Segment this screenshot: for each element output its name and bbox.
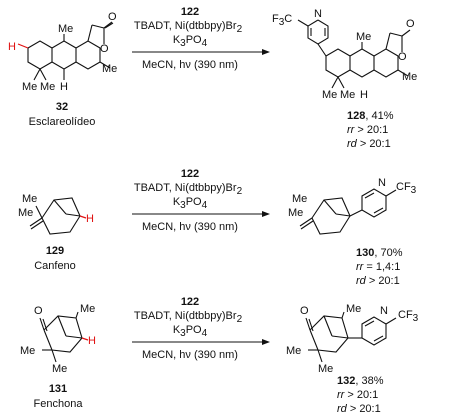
atom-me: Me bbox=[286, 345, 301, 357]
atom-o-ring: O bbox=[100, 43, 109, 55]
atom-cf3: CF3 bbox=[396, 181, 417, 196]
atom-o-ring: O bbox=[398, 51, 407, 63]
atom-me: Me bbox=[318, 363, 333, 375]
atom-cf3: CF3 bbox=[398, 309, 419, 324]
substrate-129-structure bbox=[29, 197, 87, 235]
product-rr: rr > 20:1 bbox=[337, 389, 378, 401]
reaction-1: H O O Me Me Me Me H 32 Esclareolídeo 122… bbox=[8, 6, 417, 150]
substrate-number: 32 bbox=[56, 101, 68, 113]
substrate-number: 131 bbox=[49, 383, 67, 395]
atom-h: H bbox=[60, 81, 68, 93]
atom-n: N bbox=[380, 305, 388, 317]
atom-me: Me bbox=[22, 193, 37, 205]
atom-me: Me bbox=[80, 303, 95, 315]
reagent-base: K3PO4 bbox=[173, 34, 208, 49]
product-130-structure bbox=[299, 188, 397, 235]
reagent-catalysts: TBADT, Ni(dtbbpy)Br2 bbox=[134, 310, 243, 325]
product-rd: rd > 20:1 bbox=[356, 275, 400, 287]
atom-h-red: H bbox=[86, 213, 94, 225]
atom-me: Me bbox=[40, 81, 55, 93]
product-rr: rr > 20:1 bbox=[347, 124, 388, 136]
conditions: MeCN, hν (390 nm) bbox=[142, 349, 238, 361]
atom-me: Me bbox=[356, 31, 371, 43]
atom-o-carbonyl: O bbox=[108, 11, 117, 23]
reagent-base: K3PO4 bbox=[173, 196, 208, 211]
atom-me: Me bbox=[322, 89, 337, 101]
reagent-number: 122 bbox=[181, 296, 199, 308]
substrate-name: Fenchona bbox=[34, 398, 84, 410]
atom-me: Me bbox=[22, 81, 37, 93]
atom-o-carbonyl: O bbox=[300, 305, 309, 317]
arrow-head bbox=[262, 211, 270, 217]
product-rd: rd > 20:1 bbox=[337, 403, 381, 415]
atom-o-carbonyl: O bbox=[34, 305, 43, 317]
substrate-131-structure bbox=[39, 311, 89, 363]
reagent-number: 122 bbox=[181, 168, 199, 180]
atom-me: Me bbox=[58, 23, 73, 35]
conditions: MeCN, hν (390 nm) bbox=[142, 59, 238, 71]
atom-me: Me bbox=[346, 303, 361, 315]
substrate-name: Esclareolídeo bbox=[29, 116, 96, 128]
atom-o-carbonyl: O bbox=[406, 18, 415, 30]
reagent-base: K3PO4 bbox=[173, 324, 208, 339]
atom-h-red: H bbox=[8, 41, 16, 53]
atom-me: Me bbox=[402, 71, 417, 83]
arrow-head bbox=[262, 49, 270, 55]
product-label: 128, 41% bbox=[347, 110, 394, 122]
atom-cf3: F3C bbox=[272, 13, 292, 28]
atom-me: Me bbox=[102, 63, 117, 75]
atom-me: Me bbox=[292, 193, 307, 205]
product-132-structure bbox=[305, 311, 397, 363]
atom-h: H bbox=[360, 89, 368, 101]
product-rr: rr = 1,4:1 bbox=[356, 261, 400, 273]
atom-n: N bbox=[378, 177, 386, 189]
product-rd: rd > 20:1 bbox=[347, 138, 391, 150]
product-128-structure bbox=[297, 19, 411, 89]
reagent-number: 122 bbox=[181, 6, 199, 18]
reaction-2: Me Me H 129 Canfeno 122 TBADT, Ni(dtbbpy… bbox=[18, 168, 417, 287]
reagent-catalysts: TBADT, Ni(dtbbpy)Br2 bbox=[134, 20, 243, 35]
conditions: MeCN, hν (390 nm) bbox=[142, 221, 238, 233]
reagent-catalysts: TBADT, Ni(dtbbpy)Br2 bbox=[134, 182, 243, 197]
substrate-name: Canfeno bbox=[34, 260, 76, 272]
substrate-number: 129 bbox=[46, 245, 64, 257]
atom-me: Me bbox=[288, 207, 303, 219]
atom-me: Me bbox=[340, 89, 355, 101]
arrow-head bbox=[262, 339, 270, 345]
substrate-32-structure bbox=[17, 21, 114, 81]
product-label: 132, 38% bbox=[337, 375, 384, 387]
reaction-3: O Me Me Me H 131 Fenchona 122 TBADT, Ni(… bbox=[20, 296, 419, 415]
atom-me: Me bbox=[20, 345, 35, 357]
atom-h-red: H bbox=[88, 335, 96, 347]
atom-me: Me bbox=[52, 363, 67, 375]
atom-n: N bbox=[314, 8, 322, 20]
product-label: 130, 70% bbox=[356, 247, 403, 259]
atom-me: Me bbox=[18, 207, 33, 219]
